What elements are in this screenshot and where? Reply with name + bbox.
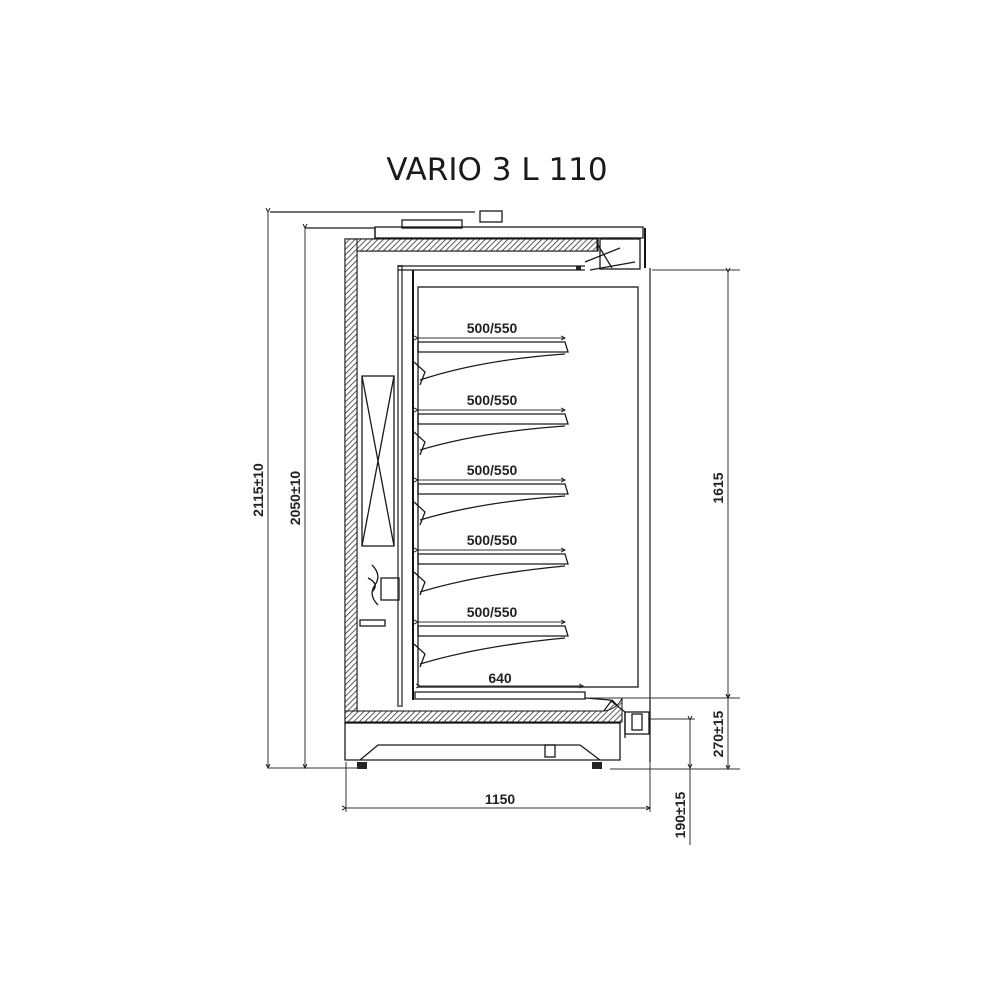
shelf-4: 500/550 [413,532,569,596]
display-height-label: 1615 [710,472,726,503]
dim-overall-height: 2115±10 [250,212,360,768]
air-outlet [576,238,641,271]
dim-front-height: 190±15 [648,719,695,845]
dim-display-height: 1615 [590,270,740,698]
base-height-label: 270±15 [710,710,726,757]
overall-height-label: 2115±10 [250,463,266,517]
roof-unit [270,210,646,268]
depth-label: 1150 [485,791,516,807]
evaporator [361,375,395,547]
body-height-label: 2050±10 [287,471,303,526]
shelf-depth-label: 500/550 [467,604,518,620]
drawing-title: VARIO 3 L 110 [386,152,607,188]
dim-depth: 1150 [346,762,650,812]
shelf-depth-label: 500/550 [467,320,518,336]
shelf-1: 500/550 [413,320,569,386]
shelf-depth-label: 500/550 [467,532,518,548]
air-duct [397,265,651,707]
cabinet-shell [344,238,623,724]
cabinet-base [344,697,651,769]
bottom-deck-label: 640 [488,670,512,686]
dim-body-height: 2050±10 [287,228,305,768]
shelves: 500/550 500/550 500/550 500/550 [413,320,586,700]
bottom-deck: 640 [414,670,586,700]
shelf-2: 500/550 [413,392,569,456]
front-height-label: 190±15 [672,791,688,838]
dim-base-height: 270±15 [610,698,740,769]
shelf-3: 500/550 [413,462,569,526]
shelf-depth-label: 500/550 [467,462,518,478]
shelf-5: 500/550 [413,604,569,668]
fan [359,564,400,627]
shelf-depth-label: 500/550 [467,392,518,408]
